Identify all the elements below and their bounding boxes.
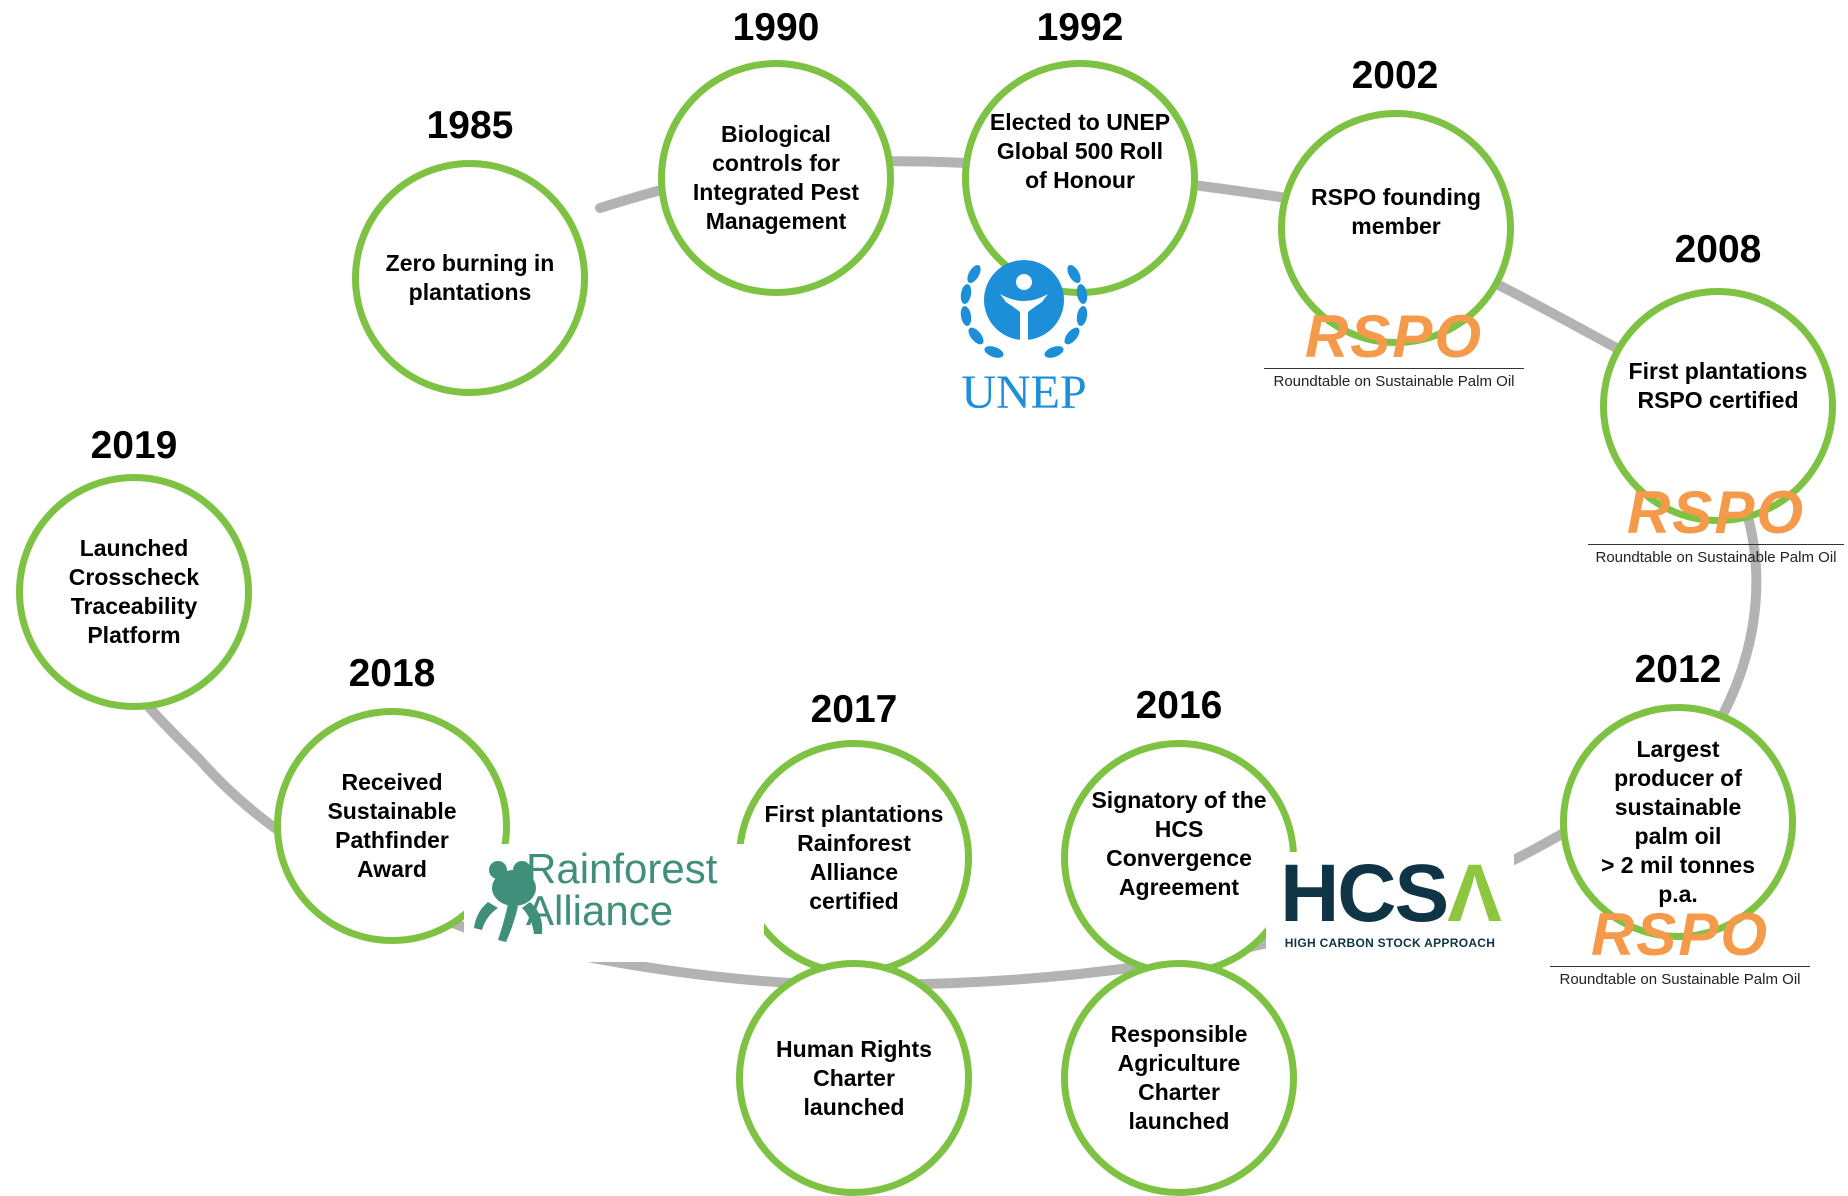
rainforest-alliance-wordmark: Rainforest Alliance	[526, 848, 717, 932]
rspo-rule	[1550, 966, 1810, 967]
year-1992: 1992	[1036, 6, 1124, 49]
milestone-text: RSPO founding member	[1311, 184, 1481, 239]
milestone-text: Responsible Agriculture Charter launched	[1110, 1021, 1248, 1134]
rspo-wordmark: RSPO	[1626, 479, 1806, 546]
rspo-wordmark: RSPO	[1304, 303, 1484, 370]
milestone-text: First plantations RSPO certified	[1628, 358, 1808, 413]
year-2017: 2017	[810, 688, 898, 731]
milestone-2017: First plantations Rainforest Alliance ce…	[736, 740, 972, 976]
hcsa-wordmark-main: HCS	[1280, 848, 1449, 939]
unep-logo: UNEP	[944, 244, 1104, 418]
milestone-2008: First plantations RSPO certified	[1600, 288, 1836, 524]
unep-wordmark: UNEP	[961, 366, 1087, 419]
year-2008: 2008	[1674, 228, 1762, 271]
milestone-text: Zero burning in plantations	[385, 250, 555, 305]
milestone-text: Signatory of the HCS Convergence Agreeme…	[1091, 787, 1267, 900]
milestone-text: First plantations Rainforest Alliance ce…	[764, 801, 944, 914]
hcsa-wordmark: HCSΛ	[1266, 852, 1514, 936]
year-1985: 1985	[426, 104, 514, 147]
milestone-2002: RSPO founding member	[1278, 110, 1514, 346]
rainforest-alliance-logo: Rainforest Alliance	[464, 844, 764, 962]
milestone-2016: Signatory of the HCS Convergence Agreeme…	[1061, 740, 1297, 976]
rspo-subtitle: Roundtable on Sustainable Palm Oil	[1559, 971, 1801, 988]
hcsa-wordmark-accent: Λ	[1447, 848, 1502, 939]
milestone-text: Received Sustainable Pathfinder Award	[327, 769, 457, 882]
year-2016: 2016	[1135, 684, 1223, 727]
milestone-1990: Biological controls for Integrated Pest …	[658, 60, 894, 296]
milestone-2016-charter: Responsible Agriculture Charter launched	[1061, 960, 1297, 1196]
rspo-logo: RSPO Roundtable on Sustainable Palm Oil	[1588, 479, 1844, 567]
frog-icon	[474, 861, 543, 942]
rainforest-line2: Alliance	[526, 887, 674, 934]
milestone-2017-charter: Human Rights Charter launched	[736, 960, 972, 1196]
milestone-1992: Elected to UNEP Global 500 Roll of Honou…	[962, 60, 1198, 296]
unep-laurel-icon	[960, 260, 1088, 358]
milestone-text: Biological controls for Integrated Pest …	[692, 121, 860, 234]
milestone-text: Largest producer of sustainable palm oil…	[1600, 736, 1755, 907]
year-2018: 2018	[348, 652, 436, 695]
rspo-logo: RSPO Roundtable on Sustainable Palm Oil	[1550, 901, 1810, 989]
milestone-2012: Largest producer of sustainable palm oil…	[1560, 704, 1796, 940]
milestone-1985: Zero burning in plantations	[352, 160, 588, 396]
milestone-text: Human Rights Charter launched	[776, 1035, 932, 1120]
year-1990: 1990	[732, 6, 820, 49]
rspo-logo: RSPO Roundtable on Sustainable Palm Oil	[1264, 303, 1524, 391]
milestone-2019: Launched Crosscheck Traceability Platfor…	[16, 474, 252, 710]
rspo-rule	[1588, 544, 1844, 545]
milestone-text: Launched Crosscheck Traceability Platfor…	[68, 535, 200, 648]
rainforest-line1: Rainforest	[526, 845, 718, 892]
rspo-rule	[1264, 368, 1524, 369]
year-2019: 2019	[90, 424, 178, 467]
year-2002: 2002	[1351, 54, 1439, 97]
milestone-text: Elected to UNEP Global 500 Roll of Honou…	[989, 108, 1171, 193]
rspo-subtitle: Roundtable on Sustainable Palm Oil	[1273, 373, 1515, 390]
hcsa-subtitle: HIGH CARBON STOCK APPROACH	[1284, 936, 1496, 950]
milestone-2018: Received Sustainable Pathfinder Award	[274, 708, 510, 944]
rspo-wordmark: RSPO	[1590, 901, 1770, 968]
rspo-subtitle: Roundtable on Sustainable Palm Oil	[1595, 549, 1837, 566]
hcsa-logo: HCSΛ HIGH CARBON STOCK APPROACH	[1266, 852, 1514, 954]
year-2012: 2012	[1634, 648, 1722, 691]
